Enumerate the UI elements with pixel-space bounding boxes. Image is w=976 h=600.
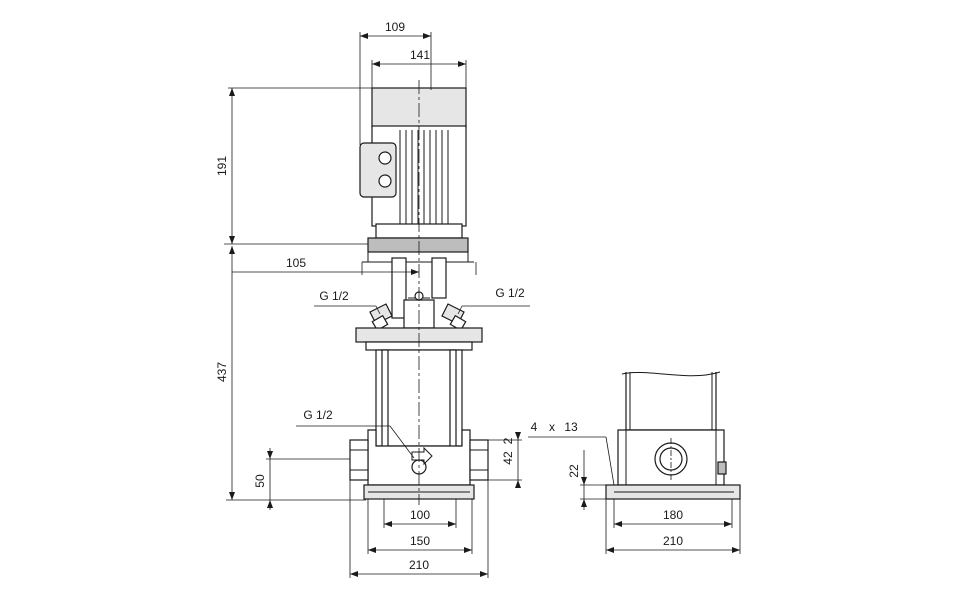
side-sleeve	[625, 372, 717, 431]
front-view	[349, 80, 489, 505]
vent-plug-left	[369, 303, 393, 332]
label-bolt-x: x	[549, 420, 555, 434]
label-bolt-count: 4	[531, 420, 538, 434]
flow-direction-arrow-icon	[411, 446, 433, 466]
vent-plug-right	[441, 303, 467, 332]
terminal-box-gland-lower-icon	[378, 174, 392, 188]
dimension-lines: 109 141 191 437 105 G 1/2 G 1/	[215, 20, 530, 578]
dim-191: 191	[215, 156, 229, 176]
label-drain: G 1/2	[303, 408, 333, 422]
stay-bolt-right	[449, 349, 457, 451]
dim-109: 109	[385, 20, 405, 34]
dim-105: 105	[286, 256, 306, 270]
side-view	[605, 371, 741, 500]
dim-210: 210	[409, 558, 429, 572]
dim-42: 42	[501, 451, 515, 465]
dim-2: 2	[501, 437, 515, 444]
outlet-pipe	[469, 439, 489, 481]
side-drain-icon	[717, 461, 727, 475]
motor	[359, 87, 469, 253]
label-vent-right: G 1/2	[495, 286, 525, 300]
stay-bolt-left	[381, 349, 389, 451]
dim-150: 150	[410, 534, 430, 548]
dim-100: 100	[410, 508, 430, 522]
coupling-guard-left	[391, 257, 407, 319]
side-break-line	[621, 371, 721, 377]
dim-22: 22	[567, 464, 581, 478]
dim-50: 50	[253, 474, 267, 488]
label-vent-left: G 1/2	[319, 289, 349, 303]
terminal-box	[359, 142, 397, 198]
side-dimension-lines: 4 x 13 22 180 210	[528, 420, 741, 554]
label-bolt-size: 13	[564, 420, 578, 434]
inlet-pipe	[349, 439, 369, 481]
motor-cooling-ribs	[399, 130, 449, 224]
dim-210-side: 210	[663, 534, 683, 548]
dim-141: 141	[410, 48, 430, 62]
motor-flange	[367, 237, 469, 253]
dim-437: 437	[215, 362, 229, 382]
coupling-guard-right	[431, 257, 447, 299]
terminal-box-gland-upper-icon	[378, 151, 392, 165]
dim-180: 180	[663, 508, 683, 522]
